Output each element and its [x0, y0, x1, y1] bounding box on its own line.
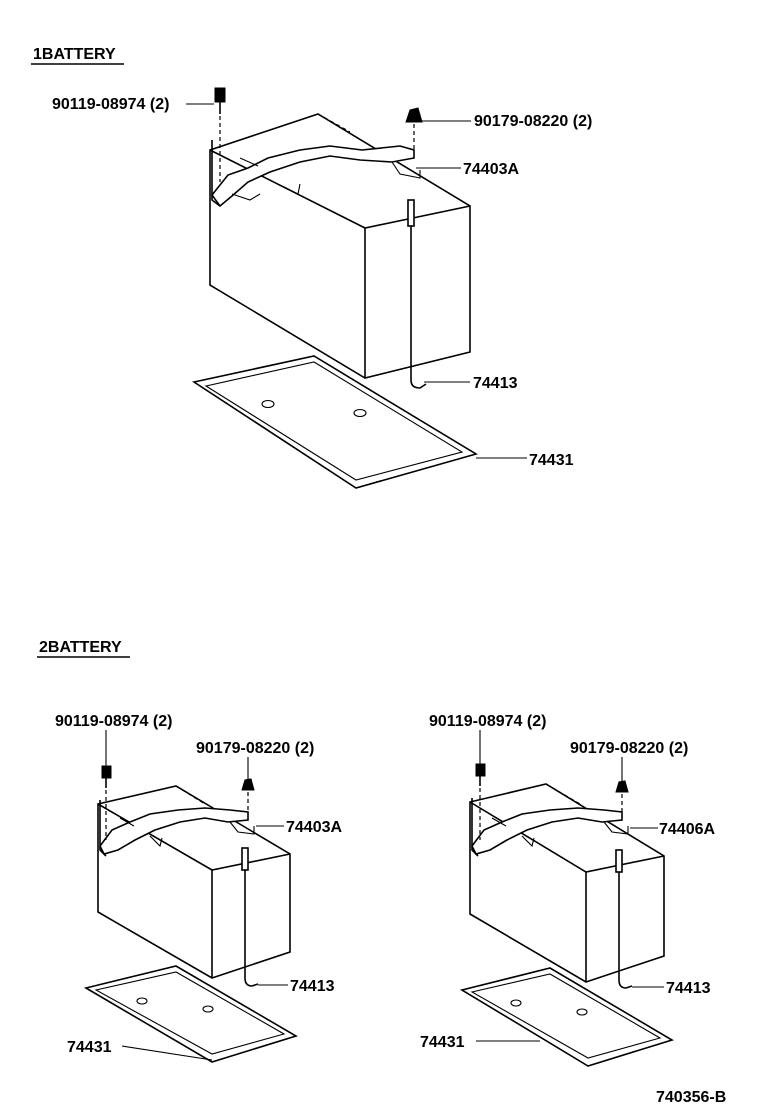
- bolt-head-icon: [214, 87, 226, 103]
- left-tray: [83, 965, 298, 1063]
- tray-outline: [459, 967, 674, 1067]
- label-clamp: 74403A: [463, 161, 519, 178]
- section2-left: 90119-08974 (2) 90179-08220 (2) 74403A 7…: [55, 713, 342, 1063]
- left-bolt: [101, 730, 112, 840]
- tray-hole: [510, 999, 522, 1007]
- bolt-head-icon: [475, 763, 486, 777]
- rod-body: [410, 226, 427, 389]
- label-tray: 74431: [529, 452, 574, 469]
- section1-rod: [407, 199, 427, 389]
- label-bolt: 90119-08974 (2): [52, 96, 169, 113]
- label-nut: 90179-08220 (2): [474, 113, 592, 130]
- rod-thread: [615, 849, 623, 873]
- clamp-tab: [229, 821, 255, 835]
- right-clamp: [471, 798, 629, 857]
- clamp-hook: [471, 798, 479, 857]
- clamp-hook: [211, 140, 221, 207]
- section1-title: 1BATTERY: [33, 46, 116, 63]
- figure-code: 740356-B: [656, 1089, 726, 1106]
- section2: 2BATTERY: [37, 639, 715, 1067]
- label-bolt: 90119-08974 (2): [429, 713, 546, 730]
- label-bolt: 90119-08974 (2): [55, 713, 172, 730]
- left-nut: [241, 757, 255, 812]
- label-rod: 74413: [473, 375, 518, 392]
- clamp-tab: [603, 821, 629, 835]
- section2-right: 90119-08974 (2) 90179-08220 (2) 74406A 7…: [420, 713, 715, 1067]
- right-tray: [459, 967, 674, 1067]
- tray-inner-rim: [94, 971, 286, 1055]
- battery-hidden-edge: [175, 785, 206, 805]
- clamp-hook: [99, 800, 107, 857]
- label-clamp: 74406A: [659, 821, 715, 838]
- nut-icon: [615, 780, 629, 793]
- label-rod: 74413: [666, 980, 711, 997]
- clamp-body: [210, 145, 415, 208]
- battery-hidden-edge: [317, 113, 351, 133]
- clamp-body: [99, 807, 249, 855]
- left-rod: [241, 847, 259, 987]
- rod-thread: [241, 847, 249, 871]
- rod-thread: [407, 199, 415, 227]
- clamp-tab: [391, 161, 421, 179]
- section1-nut: [405, 107, 423, 150]
- tray-hole: [353, 408, 367, 418]
- leader-tray: [121, 1045, 213, 1061]
- label-clamp: 74403A: [286, 819, 342, 836]
- label-rod: 74413: [290, 978, 335, 995]
- section1: 1BATTERY: [31, 46, 592, 489]
- clamp-details: [231, 157, 301, 201]
- clamp-body: [471, 807, 623, 855]
- label-tray: 74431: [67, 1039, 112, 1056]
- tray-outline: [83, 965, 298, 1063]
- tray-hole: [261, 399, 275, 409]
- tray-inner-rim: [204, 361, 464, 481]
- label-nut: 90179-08220 (2): [196, 740, 314, 757]
- section2-title: 2BATTERY: [39, 639, 122, 656]
- clamp-details: [119, 817, 163, 848]
- tray-hole: [136, 997, 148, 1005]
- tray-hole: [576, 1008, 588, 1016]
- tray-outline: [191, 355, 478, 489]
- left-clamp: [99, 800, 255, 857]
- section1-tray: [191, 355, 478, 489]
- label-nut: 90179-08220 (2): [570, 740, 688, 757]
- right-rod: [615, 849, 633, 989]
- right-nut: [615, 757, 629, 812]
- tray-hole: [202, 1005, 214, 1013]
- label-tray: 74431: [420, 1034, 465, 1051]
- nut-icon: [241, 778, 255, 791]
- right-bolt: [475, 730, 486, 840]
- rod-body: [618, 872, 633, 989]
- section1-bolt: [214, 87, 226, 182]
- tray-inner-rim: [470, 973, 662, 1059]
- bolt-head-icon: [101, 765, 112, 779]
- clamp-details: [491, 817, 535, 848]
- section1-clamp: [210, 140, 421, 208]
- rod-body: [244, 870, 259, 987]
- nut-icon: [405, 107, 423, 123]
- section1-battery: [209, 113, 471, 379]
